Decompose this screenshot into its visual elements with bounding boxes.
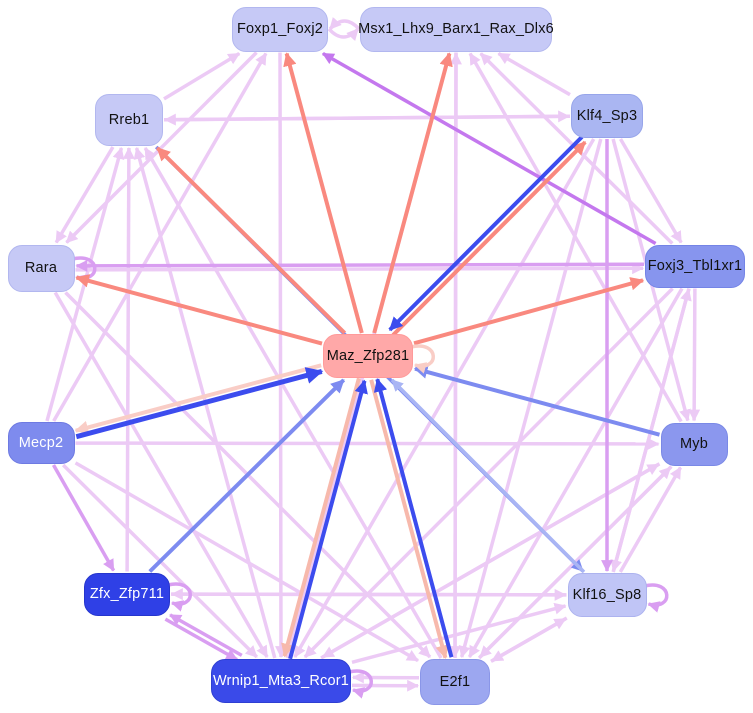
node-maz-zfp281[interactable]: Maz_Zfp281 <box>323 334 413 378</box>
node-wrnip1-mta3-rcor1[interactable]: Wrnip1_Mta3_Rcor1 <box>211 659 351 703</box>
edge-mecp2-maz <box>75 367 324 440</box>
edge-klf4-e2f1 <box>458 138 603 659</box>
node-label: Myb <box>680 436 708 452</box>
edge-klf4-msx1 <box>497 51 571 97</box>
edge-maz-klf4 <box>391 140 587 337</box>
edge-klf16-myb <box>618 466 683 573</box>
edge-mecp2-e2f1 <box>74 461 419 663</box>
edge-mecp2-foxp1 <box>52 52 268 422</box>
edge-maz-rara <box>75 274 323 346</box>
edge-foxp1-msx1 <box>327 27 360 42</box>
edge-zfx-wrnip1 <box>164 617 238 662</box>
edge-foxj3-rara <box>75 259 645 272</box>
edge-wrnip1-maz <box>288 379 368 660</box>
node-label: Maz_Zfp281 <box>326 348 410 364</box>
node-klf16-sp8[interactable]: Klf16_Sp8 <box>567 573 647 617</box>
edge-klf16-e2f1 <box>491 616 568 663</box>
edge-maz-mecp2 <box>74 363 322 435</box>
node-label: Foxj3_Tbl1xr1 <box>647 258 743 274</box>
node-mecp2[interactable]: Mecp2 <box>7 422 75 464</box>
edge-rreb1-klf4 <box>163 110 571 123</box>
node-klf4-sp3[interactable]: Klf4_Sp3 <box>571 94 643 138</box>
node-label: Zfx_Zfp711 <box>89 586 165 602</box>
edge-foxp1-rara <box>65 51 258 244</box>
edge-klf16-zfx <box>170 588 567 601</box>
node-label: Klf4_Sp3 <box>576 108 638 124</box>
edge-maz-foxp1 <box>283 52 364 334</box>
edge-myb-wrnip1 <box>321 462 661 659</box>
edge-foxp1-wrnip1 <box>275 52 287 659</box>
edge-rreb1-rara <box>54 146 115 244</box>
node-rara[interactable]: Rara <box>7 244 75 292</box>
node-msx1-lhx9-barx1-rax-dlx6[interactable]: Msx1_Lhx9_Barx1_Rax_Dlx6 <box>358 6 554 52</box>
edge-self-rara <box>72 256 97 286</box>
edge-self-wrnip1 <box>348 669 373 699</box>
edge-zfx-maz <box>148 378 346 573</box>
edge-rara-foxj3 <box>75 262 645 275</box>
node-label: Rara <box>24 260 58 276</box>
edge-mecp2-myb <box>75 437 660 450</box>
edge-klf4-maz <box>388 135 584 332</box>
edge-foxj3-myb <box>688 288 701 422</box>
edge-klf4-wrnip1 <box>293 138 596 658</box>
edge-maz-foxj3 <box>413 277 645 346</box>
edge-e2f1-maz <box>373 378 454 658</box>
edge-msx1-foxp1 <box>328 16 361 31</box>
node-label: Klf16_Sp8 <box>572 587 642 603</box>
node-e2f1[interactable]: E2f1 <box>420 659 490 705</box>
node-label: Wrnip1_Mta3_Rcor1 <box>212 673 350 689</box>
edge-mecp2-zfx <box>51 464 116 572</box>
edge-self-zfx <box>167 582 192 612</box>
edge-foxj3-foxp1 <box>321 51 657 246</box>
node-label: Mecp2 <box>18 435 64 451</box>
node-foxp1-foxj2[interactable]: Foxp1_Foxj2 <box>232 6 328 52</box>
node-label: Msx1_Lhx9_Barx1_Rax_Dlx6 <box>358 21 554 37</box>
edge-maz-rreb1 <box>155 146 347 335</box>
edge-klf16-maz <box>390 378 586 574</box>
node-label: Rreb1 <box>108 112 150 128</box>
edge-e2f1-rreb1 <box>143 147 443 659</box>
node-myb[interactable]: Myb <box>660 422 728 466</box>
edge-rreb1-foxp1 <box>163 52 241 101</box>
node-label: E2f1 <box>439 674 471 690</box>
edge-zfx-rreb1 <box>122 146 135 572</box>
node-rreb1[interactable]: Rreb1 <box>95 94 163 146</box>
edge-msx1-e2f1 <box>449 52 461 659</box>
node-label: Foxp1_Foxj2 <box>236 21 324 37</box>
edge-wrnip1-zfx <box>169 613 243 657</box>
edge-maz-msx1 <box>372 52 453 334</box>
edge-maz-wrnip1 <box>281 377 361 658</box>
edge-rara-wrnip1 <box>53 291 269 658</box>
edge-self-klf16 <box>644 583 669 613</box>
edge-myb-maz <box>413 365 661 437</box>
node-foxj3-tbl1xr1[interactable]: Foxj3_Tbl1xr1 <box>645 244 745 288</box>
edge-maz-e2f1 <box>369 379 449 659</box>
edge-klf4-foxj3 <box>618 138 683 244</box>
edge-self-maz <box>410 344 435 374</box>
node-zfx-zfp711[interactable]: Zfx_Zfp711 <box>84 572 170 616</box>
edge-wrnip1-klf16 <box>351 602 567 664</box>
